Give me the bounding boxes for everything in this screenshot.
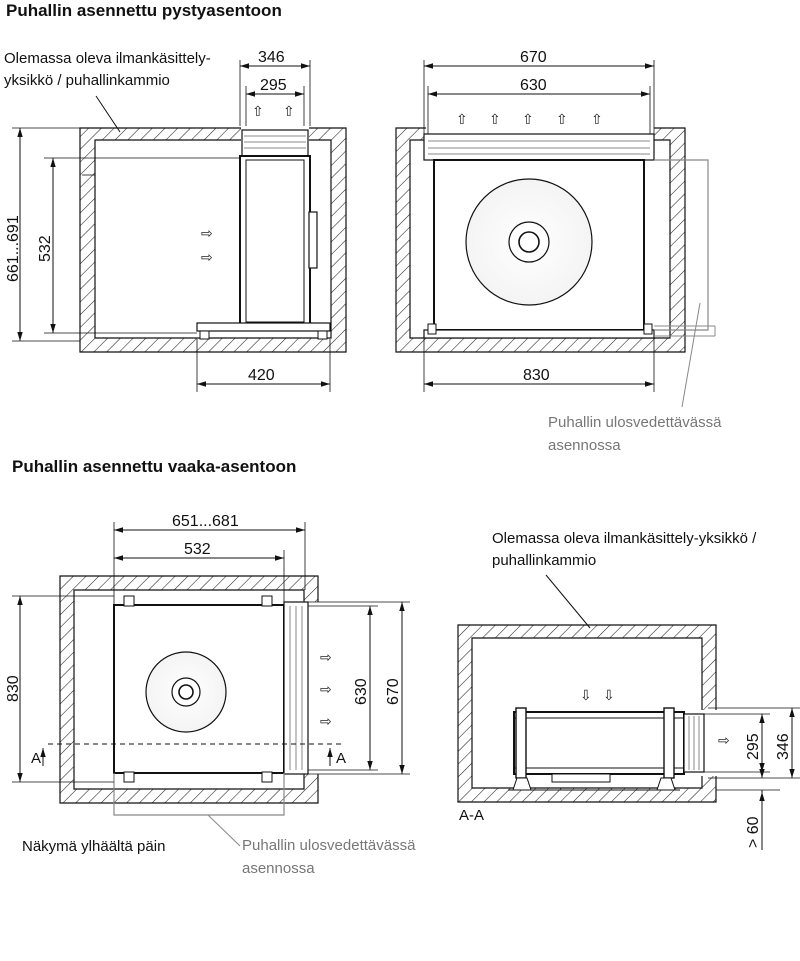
fan-box-side [239,155,311,327]
airflow-arrow-up-f5: ⇧ [591,112,603,128]
airflow-arrow-up-f2: ⇧ [489,112,501,128]
leader-pulled-out-top [207,814,241,847]
label-existing-unit-1: Olemassa oleva ilmankäsittely- [4,50,211,67]
dim-830-left: 830 [5,675,22,702]
airflow-arrow-out-1: ⇨ [320,650,332,666]
horizontal-top-view: A A ⇨ ⇨ ⇨ 651...681 532 830 630 670 [5,513,410,847]
airflow-arrow-up-2: ⇧ [283,104,295,120]
pulled-out-outline-top [113,773,285,816]
fan-body-section [513,711,685,775]
title-vertical: Puhallin asennettu pystyasentoon [6,1,282,20]
flex-connector [241,129,309,157]
leader-existing-unit-2 [545,574,591,629]
dim-661-691: 661...691 [5,215,22,282]
label-existing-unit2-1: Olemassa oleva ilmankäsittely-yksikkö / [492,530,757,547]
section-marker-right: A [336,750,346,767]
flex-connector-front [423,133,655,161]
dim-532-h: 532 [184,541,211,558]
vertical-side-view: ⇨ ⇨ ⇧ ⇧ 346 295 661...691 532 420 [5,49,347,392]
label-top-view: Näkymä ylhäältä päin [22,838,165,855]
label-pulled-out-1: Puhallin ulosvedettävässä [548,414,722,431]
airflow-arrow-up-1: ⇧ [252,104,264,120]
base-frame-front [423,329,655,339]
label-existing-unit2-2: puhallinkammio [492,552,596,569]
dim-532-left: 532 [37,235,54,262]
leader-existing-unit [95,95,121,133]
dim-630-top: 630 [520,77,547,94]
airflow-arrow-out-2: ⇨ [320,682,332,698]
label-section-aa: A-A [459,807,484,824]
dim-60: > 60 [745,816,762,848]
pulled-out-outline [654,159,709,331]
dim-670-top: 670 [520,49,547,66]
label-pulled-out-2: asennossa [548,437,621,454]
airflow-arrow-up-f4: ⇧ [556,112,568,128]
airflow-arrow-up-f3: ⇧ [522,112,534,128]
dim-346-right: 346 [775,733,792,760]
airflow-arrow-out-3: ⇨ [320,714,332,730]
section-marker-left: A [31,750,41,767]
dim-295-right: 295 [745,733,762,760]
airflow-arrow-out-section: ⇨ [718,733,730,749]
airflow-arrow-up-f1: ⇧ [456,112,468,128]
dim-651-681: 651...681 [172,513,239,530]
dim-830-bottom: 830 [523,367,550,384]
airflow-arrow-in-1: ⇨ [201,226,213,242]
dim-670-right: 670 [385,678,402,705]
dim-630-right: 630 [353,678,370,705]
airflow-arrow-down-1: ⇩ [580,688,592,704]
vertical-front-view: ⇧ ⇧ ⇧ ⇧ ⇧ 670 630 830 [395,49,716,408]
dim-346-top: 346 [258,49,285,66]
airflow-arrow-down-2: ⇩ [603,688,615,704]
section-aa-view: ⇩ ⇩ ⇨ 295 346 > 60 [457,574,800,850]
label-existing-unit-2: yksikkö / puhallinkammio [4,72,170,89]
label-pulled-out-2-1: Puhallin ulosvedettävässä [242,837,416,854]
label-pulled-out-2-2: asennossa [242,860,315,877]
dim-420: 420 [248,367,275,384]
inlet-cone [308,211,318,269]
leader-pulled-out [681,302,701,408]
title-horizontal: Puhallin asennettu vaaka-asentoon [12,457,296,476]
chamber-wall-top-view [59,575,319,804]
airflow-arrow-in-2: ⇨ [201,250,213,266]
base-frame [196,322,331,332]
chamber-wall-section [457,624,717,803]
dim-295-top: 295 [260,77,287,94]
